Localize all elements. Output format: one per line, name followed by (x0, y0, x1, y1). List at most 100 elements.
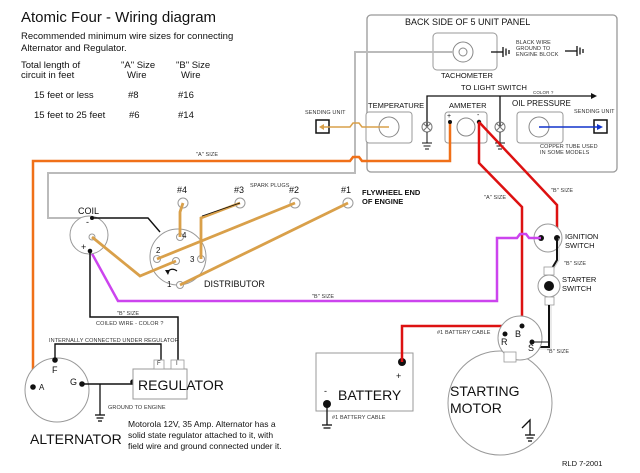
subtitle-line-1: Recommended minimum wire sizes for conne… (21, 31, 234, 42)
a-size-wire-solenoid (477, 122, 524, 323)
regulator-terminal-f (153, 359, 165, 370)
flywheel-label-2: OF ENGINE (362, 197, 404, 206)
ground-symbol-panel (565, 46, 584, 56)
alternator-label: ALTERNATOR (30, 431, 122, 447)
coil-label: COIL (78, 206, 100, 216)
ground-symbol-alternator (95, 384, 105, 422)
a-size-wire-alternator (31, 122, 452, 388)
table-header-b-2: Wire (181, 70, 201, 81)
alternator (24, 357, 90, 423)
battery (315, 352, 414, 412)
arrow-right-icon (591, 93, 597, 99)
oil-pressure-label: OIL PRESSURE (512, 99, 571, 108)
plug-label-2: #2 (289, 185, 300, 195)
ammeter-gauge (444, 111, 488, 144)
temperature-label: TEMPERATURE (368, 101, 425, 110)
plug-label-1: #1 (341, 185, 352, 195)
coiled-wire-label: COILED WIRE - COLOR ? (96, 321, 164, 327)
dist-terminal-1: 1 (167, 280, 172, 289)
b-size-label-coil: "B" SIZE (117, 311, 140, 317)
distributor-label: DISTRIBUTOR (204, 279, 265, 289)
battery-plus-label: + (396, 371, 402, 381)
starter-solenoid (497, 315, 543, 361)
temperature-wire (324, 122, 389, 128)
ground-symbol-tach (491, 47, 510, 57)
table-header-a-1: "A" Size (121, 60, 156, 71)
color-note: COLOR ? (533, 90, 554, 95)
coil-plus-label: + (81, 242, 87, 252)
regulator-terminal-i (170, 359, 185, 370)
table-header-length-2: circuit in feet (21, 70, 75, 81)
sending-unit-right-label: SENDING UNIT (574, 109, 615, 115)
ground-to-engine-label: GROUND TO ENGINE (108, 405, 166, 411)
subtitle-line-2: Alternator and Regulator. (21, 43, 127, 54)
tachometer-dial (452, 41, 474, 63)
dist-terminal-3: 3 (190, 255, 195, 264)
spark-plugs-label: SPARK PLUGS (250, 183, 290, 189)
ground-note-3: ENGINE BLOCK (516, 52, 559, 58)
ground-note-1: BLACK WIRE (516, 40, 551, 46)
coil-minus-label: - (86, 217, 89, 227)
b-size-label-solenoid: "B" SIZE (547, 349, 570, 355)
a-size-label-right: "A" SIZE (484, 195, 507, 201)
battery-cable-label-top: #1 BATTERY CABLE (437, 330, 491, 336)
table-row-b: #14 (178, 110, 194, 121)
a-size-label-top: "A" SIZE (196, 152, 219, 158)
starter-switch-label-1: STARTER (562, 275, 597, 284)
ignition-switch-label-1: IGNITION (565, 232, 599, 241)
ignition-switch-label-2: SWITCH (565, 241, 595, 250)
table-row-a: #6 (129, 110, 140, 121)
table-header-a-2: Wire (127, 70, 147, 81)
page-title: Atomic Four - Wiring diagram (21, 9, 217, 26)
flywheel-label-1: FLYWHEEL END (362, 188, 421, 197)
alt-terminal-g-label: G (70, 377, 78, 387)
starter-switch-label-2: SWITCH (562, 284, 592, 293)
tachometer-wire (47, 51, 453, 219)
internally-connected-label: INTERNALLY CONNECTED UNDER REGULATOR (49, 338, 179, 344)
table-header-length-1: Total length of (21, 60, 81, 71)
plug-label-4: #4 (177, 185, 188, 195)
spark-plug-wires (91, 201, 349, 287)
to-light-switch-label: TO LIGHT SWITCH (461, 83, 527, 92)
alternator-note-2: solid state regulator attached to it, wi… (128, 430, 274, 440)
arrow-right-blue-icon (597, 124, 603, 130)
solenoid-b-label: B (515, 329, 522, 339)
alternator-terminal-a (30, 384, 36, 390)
solenoid-r-label: R (501, 337, 508, 347)
copper-tube-note-2: IN SOME MODELS (540, 150, 590, 156)
table-row-a: #8 (128, 90, 139, 101)
tachometer-center (458, 47, 468, 57)
alternator-note-3: field wire and ground connected under it… (128, 441, 282, 451)
panel-lamp-right (494, 121, 506, 150)
battery-minus-label: - (324, 386, 327, 396)
b-size-wire-ignition (478, 121, 559, 237)
ammeter-plus-label: + (447, 113, 452, 120)
alternator-note-1: Motorola 12V, 35 Amp. Alternator has a (128, 419, 276, 429)
solenoid-s-label: S (528, 343, 535, 353)
battery-label: BATTERY (338, 387, 402, 403)
ammeter-minus-label: - (477, 112, 480, 119)
ground-symbol-motor (521, 418, 535, 442)
reg-terminal-i-label: I (176, 361, 178, 367)
dist-terminal-2: 2 (156, 246, 161, 255)
arrow-left-icon (319, 124, 324, 130)
battery-cable-positive (400, 324, 522, 362)
instrument-panel (366, 14, 618, 173)
ammeter-label: AMMETER (449, 101, 487, 110)
alt-terminal-f-label: F (52, 365, 58, 375)
ignition-coil (69, 215, 109, 255)
ammeter-dial (456, 117, 476, 137)
light-switch-wire (426, 95, 591, 127)
b-size-wire-coil-ignition (88, 232, 541, 303)
starting-motor-label-2: MOTOR (450, 400, 502, 416)
dist-terminal-4: 4 (182, 231, 187, 240)
b-size-label-magenta: "B" SIZE (312, 294, 335, 300)
regulator-label: REGULATOR (138, 377, 224, 393)
coiled-wire-regulator (89, 251, 179, 360)
sending-unit-left-label: SENDING UNIT (305, 110, 346, 116)
plug-label-3: #3 (234, 185, 245, 195)
tachometer-label: TACHOMETER (441, 71, 493, 80)
reg-terminal-f-label: F (157, 361, 161, 367)
panel-title: BACK SIDE OF 5 UNIT PANEL (405, 17, 531, 27)
